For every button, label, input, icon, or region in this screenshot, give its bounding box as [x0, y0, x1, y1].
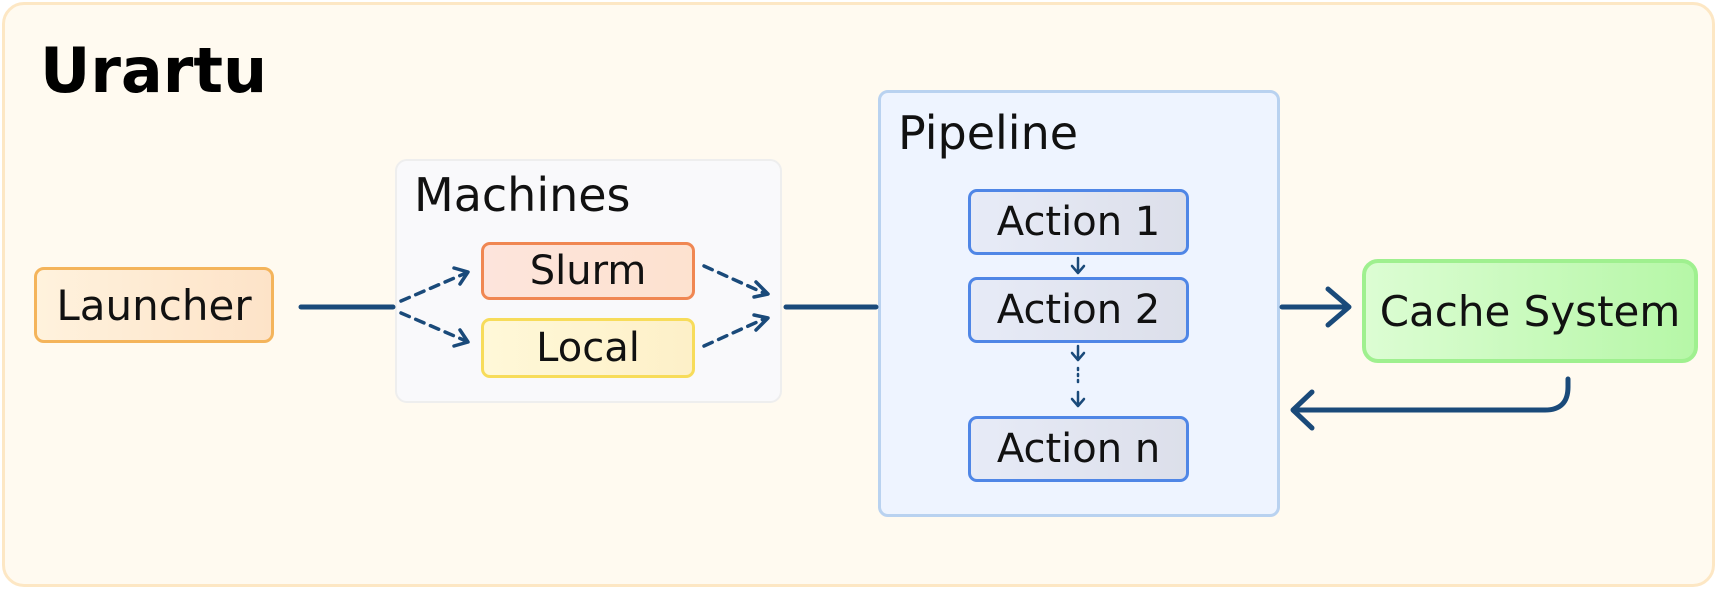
fanout-slurm-arrowhead — [452, 266, 470, 286]
pipeline-label: Pipeline — [898, 106, 1079, 160]
machines-label: Machines — [414, 168, 631, 222]
cache-system-label: Cache System — [1379, 286, 1681, 336]
action-2-node: Action 2 — [968, 277, 1189, 343]
launcher-label: Launcher — [56, 280, 252, 330]
fanin-slurm-arrowhead — [752, 280, 770, 299]
action-n-label: Action n — [996, 426, 1161, 472]
fanout-local-arrowhead — [452, 328, 470, 348]
fanin-local-arrowhead — [752, 313, 770, 332]
launcher-node: Launcher — [34, 267, 274, 343]
pipeline-cache-arrowhead — [1325, 286, 1352, 328]
action-2-n-upper-arrowhead — [1070, 351, 1086, 362]
action-2-n-lower-arrowhead — [1070, 397, 1086, 408]
fanout-local-line — [399, 311, 468, 343]
action-1-label: Action 1 — [996, 199, 1161, 245]
cache-return-line — [1291, 376, 1571, 413]
slurm-label: Slurm — [529, 248, 647, 294]
local-label: Local — [536, 325, 640, 371]
fanin-local-line — [702, 316, 768, 348]
fanout-slurm-line — [399, 271, 468, 303]
fanin-slurm-line — [702, 264, 768, 296]
slurm-node: Slurm — [481, 242, 695, 300]
diagram-title: Urartu — [40, 34, 268, 107]
local-node: Local — [481, 318, 695, 378]
action-2-label: Action 2 — [996, 287, 1161, 333]
action-1-2-arrowhead — [1070, 264, 1086, 275]
cache-system-node: Cache System — [1362, 259, 1698, 363]
cache-return-arrowhead — [1290, 389, 1315, 431]
action-1-node: Action 1 — [968, 189, 1189, 255]
action-n-node: Action n — [968, 416, 1189, 482]
